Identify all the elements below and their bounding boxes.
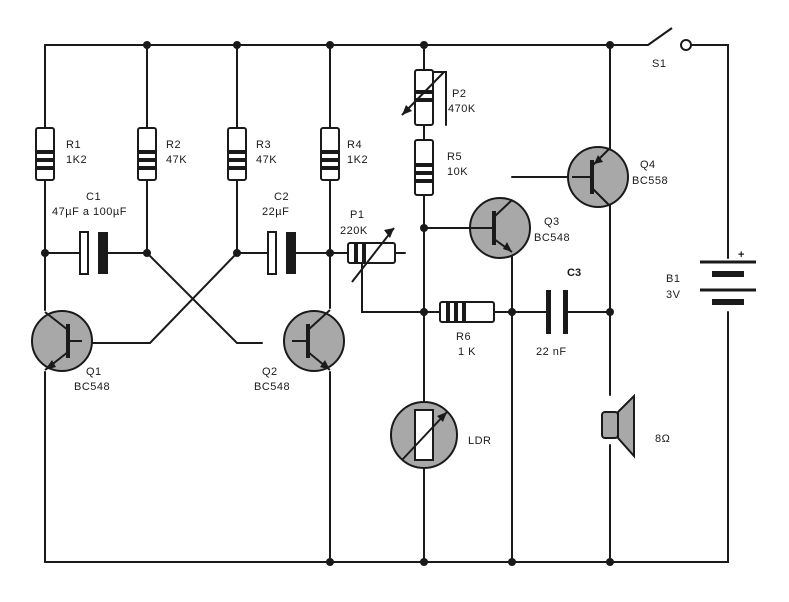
q1-name: Q1: [86, 366, 102, 378]
speaker-value: 8Ω: [655, 433, 670, 445]
c3-name: C3: [567, 267, 581, 279]
resistor-r1: R1 1K2: [35, 127, 87, 181]
b1-name: B1: [666, 273, 680, 285]
r1-name: R1: [66, 139, 81, 151]
c2-name: C2: [274, 191, 289, 203]
capacitor-c3: C3 22 nF: [536, 267, 581, 358]
resistor-r4: R4 1K2: [320, 127, 368, 181]
r4-value: 1K2: [347, 154, 368, 166]
battery-b1: + B1 3V: [666, 249, 756, 305]
c1-name: C1: [86, 191, 101, 203]
b1-value: 3V: [666, 289, 681, 301]
r4-name: R4: [347, 139, 362, 151]
q2-value: BC548: [254, 381, 290, 393]
q1-value: BC548: [74, 381, 110, 393]
q4-value: BC558: [632, 175, 668, 187]
q3-value: BC548: [534, 232, 570, 244]
capacitor-c2: C2 22µF: [262, 191, 296, 275]
q3-name: Q3: [544, 216, 560, 228]
resistor-r3: R3 47K: [227, 127, 277, 181]
ldr-name: LDR: [468, 435, 492, 447]
transistor-q1: Q1 BC548: [31, 310, 110, 393]
r3-name: R3: [256, 139, 271, 151]
ldr: LDR: [390, 401, 492, 469]
r1-value: 1K2: [66, 154, 87, 166]
p2-name: P2: [452, 88, 466, 100]
r2-name: R2: [166, 139, 181, 151]
switch-s1: S1: [647, 27, 692, 70]
resistor-r5: R5 10K: [414, 139, 468, 196]
transistor-q2: Q2 BC548: [254, 309, 345, 393]
p1-value: 220K: [340, 225, 368, 237]
speaker: 8Ω: [601, 393, 670, 459]
s1-name: S1: [652, 58, 666, 70]
c3-value: 22 nF: [536, 346, 567, 358]
wires: [44, 44, 729, 563]
p2-value: 470K: [448, 103, 476, 115]
q2-name: Q2: [262, 366, 278, 378]
c2-value: 22µF: [262, 206, 289, 218]
resistor-r2: R2 47K: [137, 127, 187, 181]
r3-value: 47K: [256, 154, 277, 166]
junction-dots: [41, 41, 614, 566]
potentiometer-p1: P1 220K: [340, 209, 396, 283]
r6-name: R6: [456, 331, 471, 343]
resistor-r6: R6 1 K: [439, 301, 495, 358]
r2-value: 47K: [166, 154, 187, 166]
capacitor-c1: C1 47µF a 100µF: [52, 191, 127, 275]
b1-plus: +: [738, 249, 744, 261]
r5-name: R5: [447, 151, 462, 163]
potentiometer-p2: P2 470K: [401, 69, 476, 126]
r5-value: 10K: [447, 166, 468, 178]
transistor-q4: Q4 BC558: [567, 146, 668, 208]
r6-value: 1 K: [458, 346, 476, 358]
p1-name: P1: [350, 209, 364, 221]
q4-name: Q4: [640, 159, 656, 171]
transistor-q3: Q3 BC548: [469, 197, 570, 259]
c1-value: 47µF a 100µF: [52, 206, 127, 218]
